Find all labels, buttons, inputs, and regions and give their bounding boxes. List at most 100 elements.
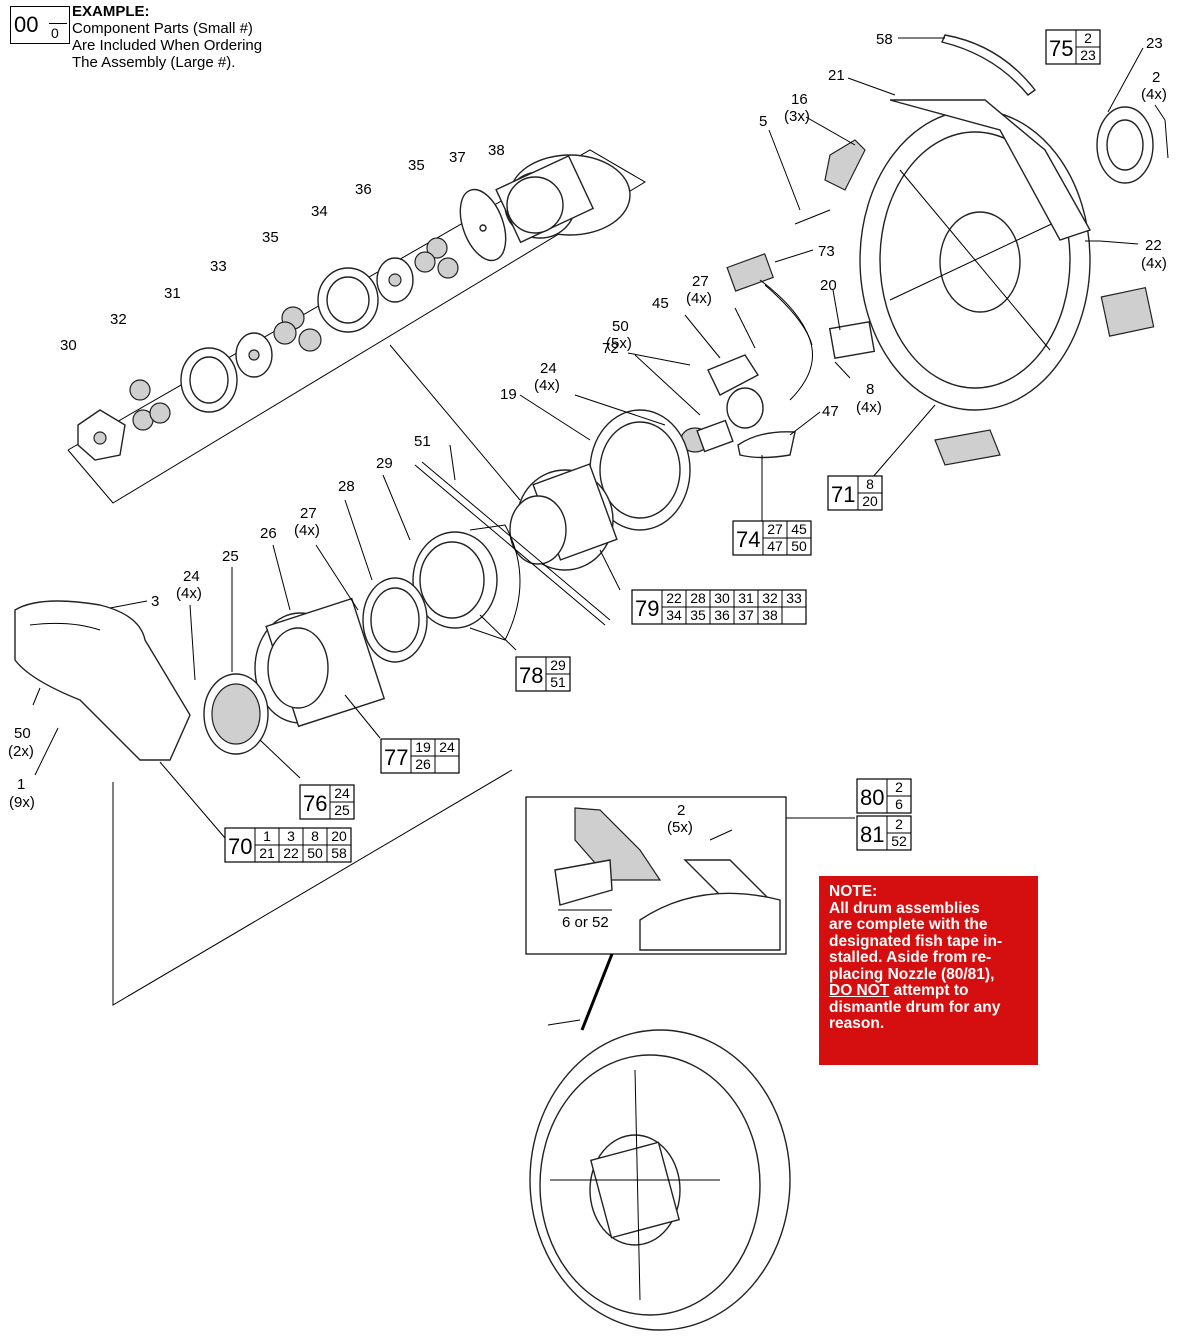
example-title: EXAMPLE: <box>72 3 150 20</box>
example-line-2: Are Included When Ordering <box>72 37 263 54</box>
part-38-motor-cup <box>495 154 631 244</box>
part-37-hole <box>479 224 487 232</box>
assembly-component-number: 34 <box>666 607 682 623</box>
assembly-component-number: 45 <box>791 521 807 537</box>
assembly-component-number: 27 <box>767 521 783 537</box>
note-do-not: DO NOT <box>829 982 890 999</box>
assembly-component-number: 19 <box>415 739 431 755</box>
assembly-component-number: 24 <box>334 785 350 801</box>
callout-51: 51 <box>414 433 431 450</box>
callout-47: 47 <box>822 403 839 420</box>
callout-36: 36 <box>355 181 372 198</box>
assembly-number: 76 <box>303 791 327 816</box>
callout-72: 72 <box>602 340 619 357</box>
callout-35-lower: 35 <box>262 229 279 246</box>
part-45-bracket <box>707 354 760 396</box>
callout-2-lower-qty: (5x) <box>667 819 693 836</box>
callout-73: 73 <box>818 243 835 260</box>
part-47-ring <box>737 431 796 459</box>
callout-58: 58 <box>876 31 893 48</box>
callout-27-upper-qty: (4x) <box>686 290 712 307</box>
callout-5: 5 <box>759 113 767 130</box>
assembly-component-number: 31 <box>738 590 754 606</box>
callout-34: 34 <box>311 203 328 220</box>
assembly-number: 71 <box>831 482 855 507</box>
example-line-1: Component Parts (Small #) <box>72 20 253 37</box>
callout-32: 32 <box>110 311 127 328</box>
assembly-component-number: 23 <box>1080 47 1096 63</box>
callout-6-or-52: 6 or 52 <box>562 914 609 931</box>
part-25-label-disc <box>203 673 269 755</box>
callout-37: 37 <box>449 149 466 166</box>
note-heading: NOTE: <box>829 883 878 900</box>
assembly-component-number: 28 <box>690 590 706 606</box>
assembly-component-number: 25 <box>334 802 350 818</box>
callout-27-lower: 27 <box>300 505 317 522</box>
example-key-box: 00 0 <box>10 6 70 44</box>
callout-labels: 58 21 23 2 (4x) 16 (3x) 5 22 (4x) 73 27 … <box>8 31 1167 931</box>
callout-2-upper: 2 <box>1152 69 1160 86</box>
callout-2-lower: 2 <box>677 802 685 819</box>
part-34-ring-gear <box>317 267 379 333</box>
part-5-pin <box>794 209 831 225</box>
assembly-number: 74 <box>736 527 760 552</box>
part-29-sleeve <box>412 524 521 641</box>
assembly-component-number: 58 <box>331 845 347 861</box>
part-26-gear-housing <box>254 597 386 728</box>
assembly-component-number: 21 <box>259 845 275 861</box>
example-small-number: 0 <box>51 25 59 41</box>
assembly-component-number: 32 <box>762 590 778 606</box>
callout-30: 30 <box>60 337 77 354</box>
part-31-ring-gear <box>180 347 238 413</box>
callout-8-qty: (4x) <box>856 399 882 416</box>
nozzle-detail-parts <box>554 807 781 951</box>
part-73-wire-harness <box>726 253 813 401</box>
note-line-3: designated fish tape in- <box>829 932 1003 950</box>
assembly-number: 75 <box>1049 36 1073 61</box>
callout-50-lower: 50 <box>14 725 31 742</box>
callout-2-upper-qty: (4x) <box>1141 86 1167 103</box>
callout-33: 33 <box>210 258 227 275</box>
callout-22: 22 <box>1145 237 1162 254</box>
callout-38: 38 <box>488 142 505 159</box>
assembly-component-number: 26 <box>415 756 431 772</box>
part-2-screw <box>1164 119 1169 159</box>
part-51-strip <box>414 464 606 626</box>
part-3-handle <box>14 600 191 761</box>
part-20-block <box>828 320 876 360</box>
assembly-component-number: 22 <box>283 845 299 861</box>
callout-50-lower-qty: (2x) <box>8 743 34 760</box>
note-line-6-rest: attempt to <box>889 982 969 999</box>
assembly-component-number: 50 <box>791 538 807 554</box>
callout-35-upper: 35 <box>408 157 425 174</box>
part-16-clip <box>824 139 866 191</box>
part-stator <box>726 387 764 429</box>
callout-16: 16 <box>791 91 808 108</box>
assembly-number: 79 <box>635 596 659 621</box>
example-line-3: The Assembly (Large #). <box>72 54 236 71</box>
part-19-gasket <box>589 409 691 531</box>
assembly-number: 78 <box>519 663 543 688</box>
assembly-component-number: 20 <box>331 828 347 844</box>
note-line-5: placing Nozzle (80/81), <box>829 965 995 983</box>
assembly-component-number: 36 <box>714 607 730 623</box>
note-line-6: DO NOT attempt to <box>829 982 1028 1000</box>
callout-50-upper-qty: (5x) <box>606 335 632 352</box>
callout-26: 26 <box>260 525 277 542</box>
assembly-component-number: 51 <box>550 674 566 690</box>
callout-24-upper: 24 <box>540 360 557 377</box>
note-line-7: dismantle drum for any <box>829 998 1001 1016</box>
callout-1: 1 <box>17 776 25 793</box>
callout-16-qty: (3x) <box>784 108 810 125</box>
assembly-number: 77 <box>384 745 408 770</box>
example-divider <box>49 7 67 24</box>
callout-22-qty: (4x) <box>1141 255 1167 272</box>
